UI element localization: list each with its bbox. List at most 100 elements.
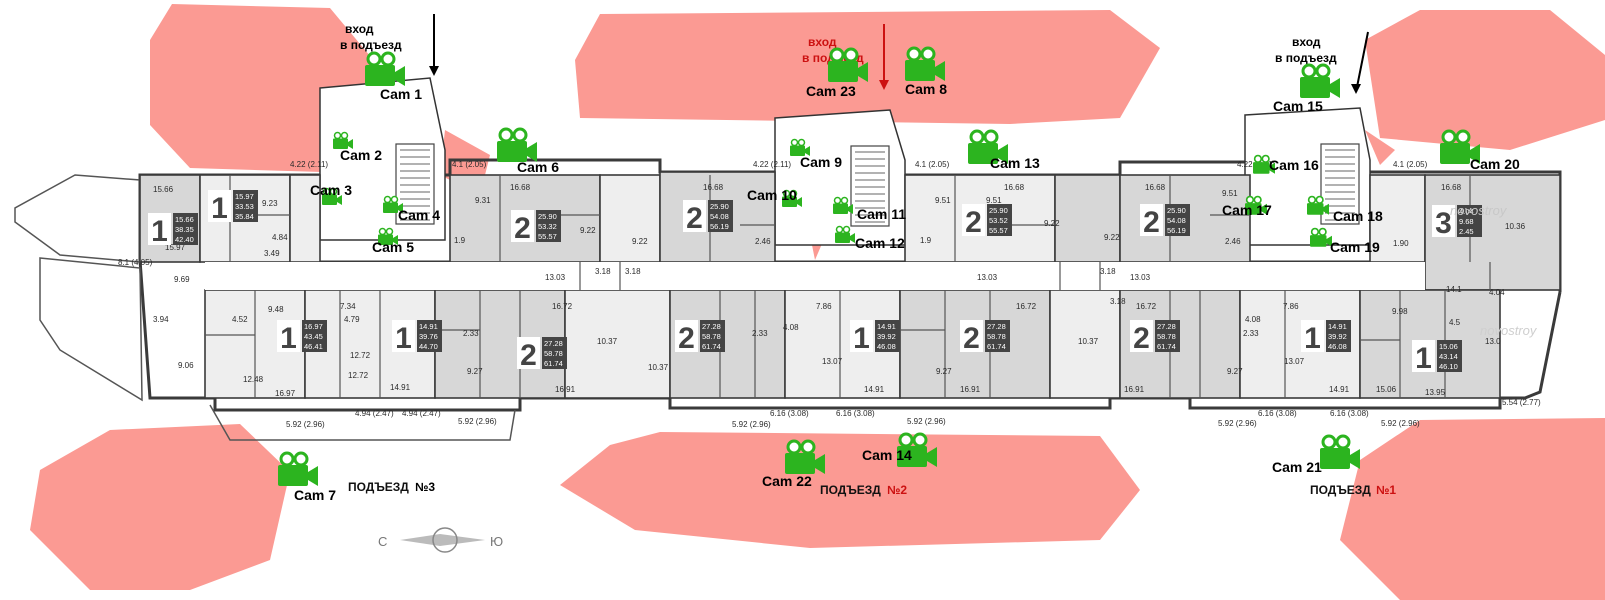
room-area-label: 7.86 bbox=[1283, 302, 1299, 311]
room-area-label: 13.95 bbox=[1425, 388, 1446, 397]
stair-frame bbox=[850, 145, 890, 227]
badge-area-box bbox=[700, 320, 725, 352]
camera-lens bbox=[797, 197, 802, 207]
room-count: 1 bbox=[151, 215, 168, 248]
camera-label: Cam 14 bbox=[862, 447, 912, 463]
room-area-label: 8.1 (4.05) bbox=[118, 258, 153, 267]
entry-arrowhead bbox=[1351, 84, 1361, 94]
stair-flight bbox=[395, 143, 435, 225]
total-area: 54.08 bbox=[1167, 216, 1186, 225]
room-area-label: 15.66 bbox=[153, 185, 174, 194]
room-area-label: 9.27 bbox=[936, 367, 952, 376]
total-area-with-balcony: 35.84 bbox=[235, 212, 254, 221]
badge-area-box bbox=[1165, 204, 1190, 236]
camera-marker: Cam 15 bbox=[1273, 63, 1340, 114]
room-area-label: 13.0 bbox=[1485, 337, 1501, 346]
room-area-label: 9.23 bbox=[262, 199, 278, 208]
total-area: 39.92 bbox=[877, 332, 896, 341]
camera-lens bbox=[398, 203, 403, 213]
room-count: 1 bbox=[395, 322, 412, 355]
room-count: 1 bbox=[853, 322, 870, 355]
room-area-label: 2.33 bbox=[463, 329, 479, 338]
room-area-label: 4.1 (2.05) bbox=[452, 160, 487, 169]
camera-label: Cam 12 bbox=[855, 235, 905, 251]
camera-label: Cam 15 bbox=[1273, 98, 1323, 114]
camera-marker: Cam 20 bbox=[1440, 129, 1520, 172]
total-area-with-balcony: 46.10 bbox=[1439, 362, 1458, 371]
room-area-label: 14.91 bbox=[1329, 385, 1350, 394]
coverage-zone bbox=[30, 424, 290, 590]
room-area-label: 1.9 bbox=[920, 236, 932, 245]
badge-room-box bbox=[962, 204, 985, 236]
entrance-labels: ПОДЪЕЗД №3 ПОДЪЕЗД №2 ПОДЪЕЗД №1 bbox=[348, 480, 1396, 497]
room-area-label: 4.94 (2.47) bbox=[355, 409, 394, 418]
room-area-label: 9.27 bbox=[467, 367, 483, 376]
entry-note-line1: вход bbox=[1292, 35, 1321, 49]
badge-area-box bbox=[987, 204, 1012, 236]
camera-reel bbox=[800, 439, 816, 455]
camera-body bbox=[383, 202, 398, 213]
camera-lens bbox=[848, 204, 853, 214]
camera-body bbox=[968, 143, 998, 164]
camera-reel bbox=[383, 195, 392, 204]
room-area-label: 2.33 bbox=[752, 329, 768, 338]
entry-arrowhead bbox=[429, 66, 439, 76]
camera-marker: Cam 21 bbox=[1272, 434, 1360, 475]
total-area-with-balcony: 56.19 bbox=[710, 222, 729, 231]
total-area: 53.32 bbox=[538, 222, 557, 231]
room-area-label: 16.97 bbox=[275, 389, 296, 398]
camera-marker: Cam 6 bbox=[497, 127, 559, 175]
badge-room-box bbox=[517, 337, 540, 369]
coverage-zone bbox=[1340, 418, 1605, 600]
badge-room-box bbox=[277, 320, 300, 352]
room-area-label: 10.37 bbox=[597, 337, 618, 346]
room-area-label: 16.72 bbox=[1016, 302, 1037, 311]
camera-lens bbox=[348, 139, 353, 149]
camera-reel bbox=[512, 127, 528, 143]
camera-reel bbox=[366, 51, 382, 67]
room-area-label: 14.1 bbox=[1446, 285, 1462, 294]
room-area-label: 3.18 bbox=[625, 267, 641, 276]
camera-lens bbox=[393, 235, 398, 245]
camera-marker: Cam 2 bbox=[333, 131, 382, 163]
badge-area-box bbox=[1437, 340, 1462, 372]
terrace-railing bbox=[209, 404, 516, 441]
camera-reel bbox=[920, 46, 936, 62]
room-area-label: 9.51 bbox=[1222, 189, 1238, 198]
camera-reel bbox=[835, 225, 844, 234]
camera-lens bbox=[527, 142, 537, 162]
camera-reel bbox=[1301, 63, 1317, 79]
room-area-label: 14.91 bbox=[390, 383, 411, 392]
camera-reel bbox=[1315, 63, 1331, 79]
room-area-label: 4.22 (2.11) bbox=[753, 160, 791, 169]
camera-marker: Cam 23 bbox=[806, 47, 868, 99]
badge-room-box bbox=[392, 320, 415, 352]
badge-room-box bbox=[511, 210, 534, 242]
room-area-label: 9.48 bbox=[268, 305, 284, 314]
camera-body bbox=[790, 145, 805, 156]
camera-reel bbox=[797, 138, 806, 147]
badge-area-box bbox=[1457, 205, 1482, 237]
room-area-label: 16.91 bbox=[1124, 385, 1145, 394]
coverage-zone bbox=[560, 432, 1140, 548]
room-count: 2 bbox=[1143, 206, 1160, 239]
living-area: 25.90 bbox=[1167, 206, 1186, 215]
room-count: 2 bbox=[965, 206, 982, 239]
room-area-label: 10.36 bbox=[1505, 222, 1526, 231]
total-area: 43.45 bbox=[304, 332, 323, 341]
camera-body bbox=[1253, 162, 1270, 174]
camera-lens bbox=[1470, 144, 1480, 164]
compass: С Ю bbox=[378, 527, 503, 553]
camera-reel bbox=[498, 127, 514, 143]
badge-area-box bbox=[233, 190, 258, 222]
room-area-label: 9.22 bbox=[632, 237, 648, 246]
badge-room-box bbox=[850, 320, 873, 352]
camera-body bbox=[1300, 77, 1330, 98]
room-area-label: 15.97 bbox=[165, 243, 186, 252]
camera-marker: Cam 22 bbox=[762, 439, 825, 489]
camera-label: Cam 16 bbox=[1269, 157, 1319, 173]
